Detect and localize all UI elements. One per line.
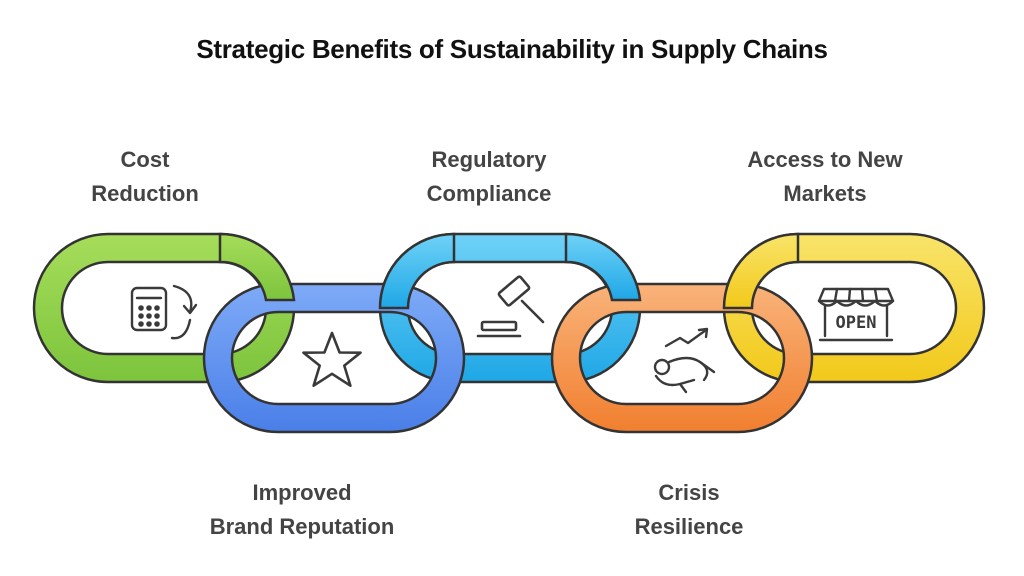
chain-overlap-yellow	[722, 232, 800, 310]
label-line: Resilience	[634, 514, 744, 539]
open-store-icon	[817, 287, 895, 342]
label-cost-reduction: Cost Reduction	[15, 143, 275, 211]
chain-link-brand-reputation	[202, 282, 466, 434]
label-access-new-markets: Access to New Markets	[695, 143, 955, 211]
label-line: Cost	[120, 147, 170, 172]
chain-link-crisis-resilience	[550, 282, 814, 434]
label-line: Regulatory	[431, 147, 547, 172]
label-line: Improved	[252, 480, 352, 505]
diagram-title: Strategic Benefits of Sustainability in …	[196, 34, 828, 64]
store-sign-text: OPEN	[836, 313, 877, 333]
label-brand-reputation: Improved Brand Reputation	[172, 476, 432, 544]
label-line: Reduction	[91, 181, 199, 206]
chain-overlap-green	[218, 232, 296, 302]
star-icon	[302, 331, 362, 388]
label-line: Access to New	[747, 147, 903, 172]
label-line: Crisis	[658, 480, 720, 505]
recovery-icon	[653, 327, 716, 394]
chain-overlap-sky-left	[378, 232, 456, 310]
label-crisis-resilience: Crisis Resilience	[559, 476, 819, 544]
label-line: Brand Reputation	[209, 514, 395, 539]
gavel-icon	[476, 275, 545, 338]
label-regulatory-compliance: Regulatory Compliance	[359, 143, 619, 211]
chain-overlap-sky-right	[564, 232, 642, 302]
label-line: Compliance	[426, 181, 552, 206]
calculator-icon	[130, 284, 198, 340]
label-line: Markets	[783, 181, 867, 206]
